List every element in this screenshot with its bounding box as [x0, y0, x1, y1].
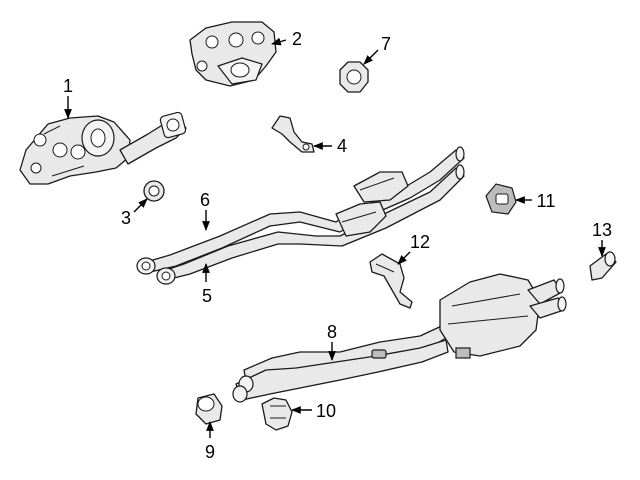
leader-7 [363, 49, 379, 65]
heat-shield [369, 253, 413, 309]
callout-8: 8 [327, 322, 337, 342]
front-pipes [136, 146, 465, 285]
callout-13: 13 [592, 220, 612, 240]
rubber-hanger [485, 183, 517, 215]
callout-7: 7 [381, 34, 391, 54]
callout-3: 3 [121, 208, 131, 228]
clamp-bracket [261, 397, 293, 431]
callout-5: 5 [202, 286, 212, 306]
callout-4: 4 [337, 136, 347, 156]
leader-2 [271, 37, 287, 46]
callout-2: 2 [292, 29, 302, 49]
callout-6: 6 [200, 190, 210, 210]
callout-12: 12 [410, 232, 430, 252]
support-bracket [271, 115, 315, 153]
leader-12 [397, 251, 411, 265]
tail-pipe-tip [589, 251, 617, 281]
gasket-ring [143, 180, 165, 202]
flange-gasket [339, 61, 369, 93]
front-exhaust-manifold [19, 111, 187, 185]
rear-exhaust-with-muffler [232, 273, 567, 403]
leader-3 [133, 198, 148, 213]
pipe-clamp [195, 393, 223, 425]
callout-11: 11 [537, 191, 556, 211]
callout-10: 10 [316, 401, 336, 421]
callout-1: 1 [63, 76, 73, 96]
callout-9: 9 [205, 442, 215, 462]
leader-lines [64, 37, 606, 438]
callout-labels: 1 2 3 4 5 6 7 8 9 10 11 12 13 [63, 29, 612, 462]
rear-exhaust-manifold [189, 21, 277, 87]
